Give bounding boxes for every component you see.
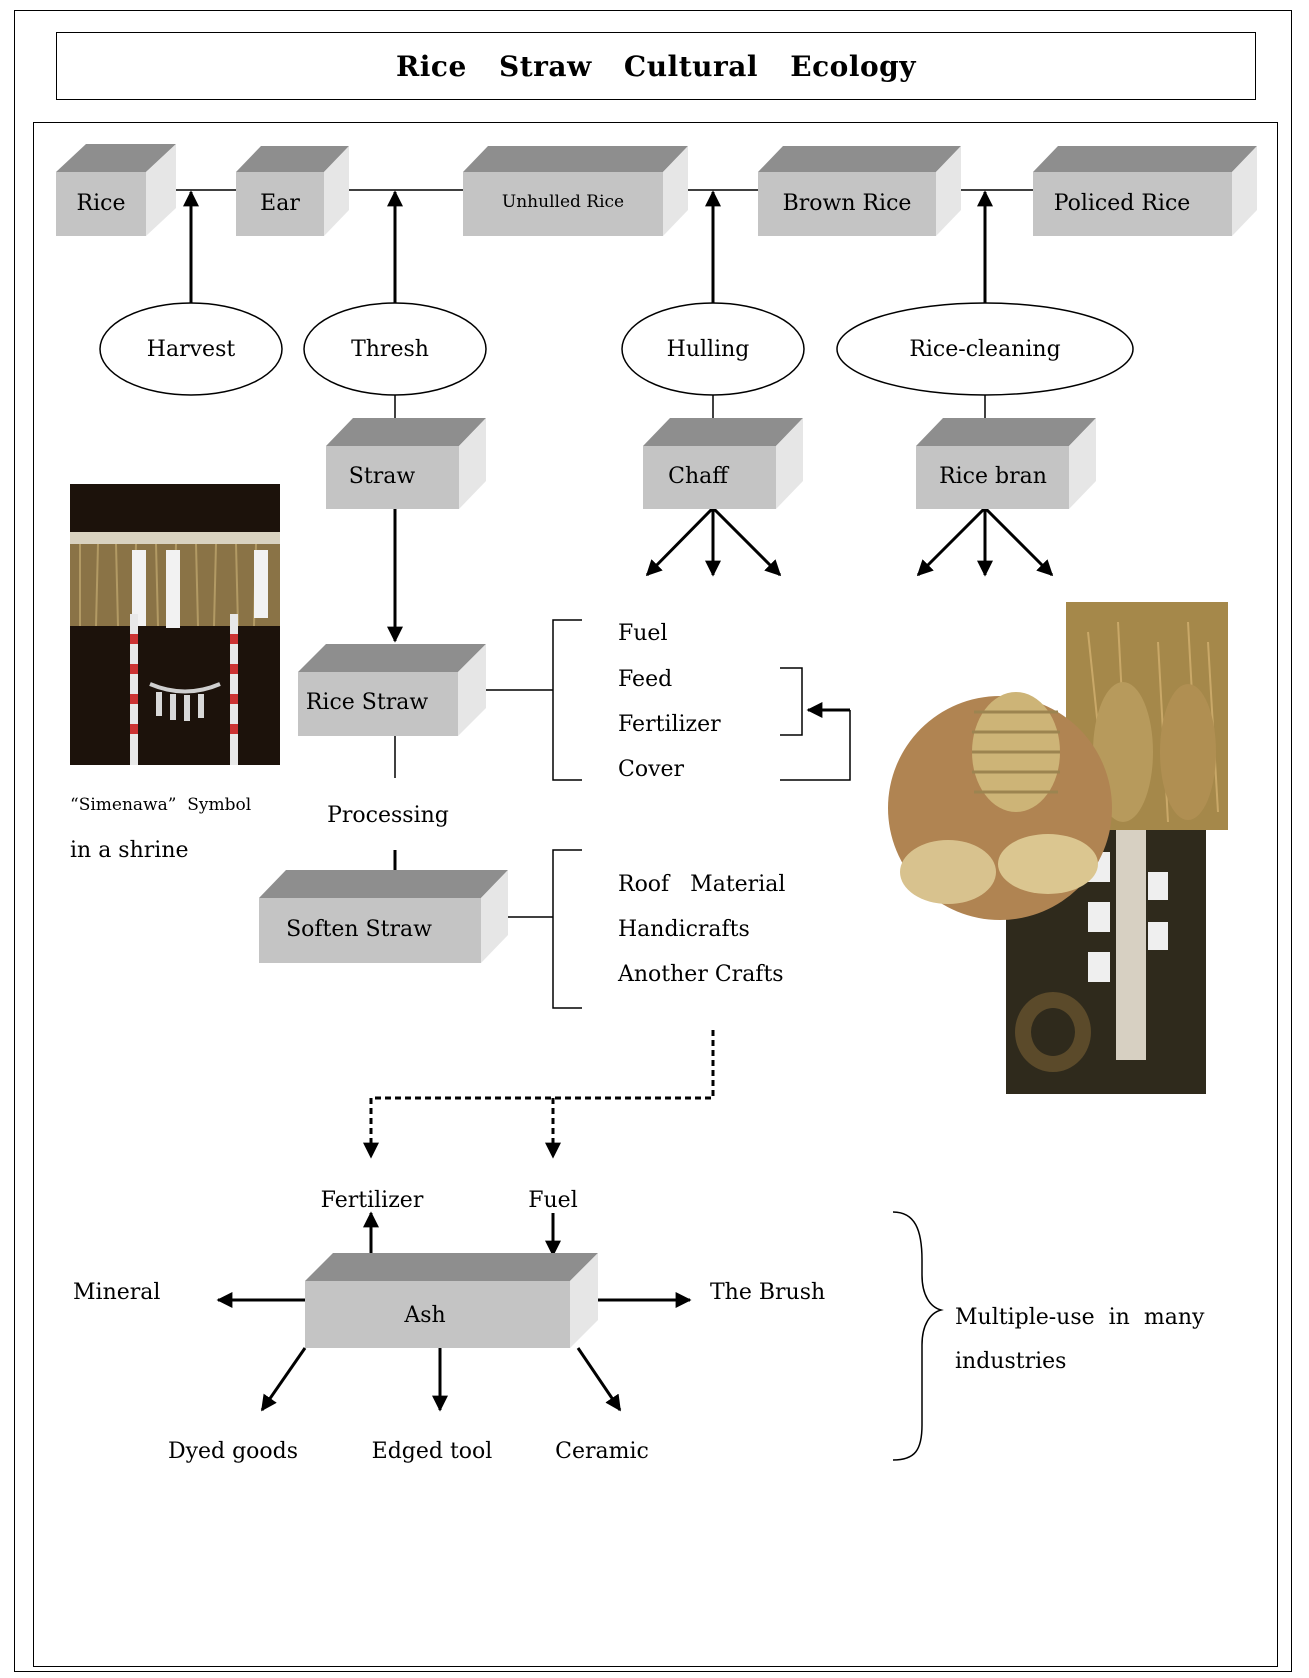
hulling-ellipse [621,302,805,396]
cover-return-line [780,710,851,781]
page-frame [14,10,1292,1672]
brace-icon [892,1211,944,1461]
brace-note-line1: Multiple-use in many [955,1305,1205,1330]
rice-bran-box: Rice bran [916,418,1096,509]
harvest-label: Harvest [147,337,236,362]
use-fuel: Fuel [618,621,668,646]
soften-straw-label: Soften Straw [286,917,432,942]
edged-tool-label: Edged tool [372,1439,493,1464]
straw-label: Straw [349,464,416,489]
ash-fertilizer-label: Fertilizer [321,1188,424,1213]
use-roof-material: Roof Material [618,872,785,897]
mineral-label: Mineral [73,1280,160,1305]
chaff-label: Chaff [668,464,729,489]
use-handicrafts: Handicrafts [618,917,750,942]
soften-uses-bracket [552,849,582,1009]
thresh-ellipse [303,302,487,396]
bran-arrow-right [983,506,1054,577]
rice-straw-box: Rice Straw [298,644,486,736]
dashed-to-fertilizer-arrow [363,1030,715,1159]
rice-cleaning-label: Rice-cleaning [909,337,1060,362]
ceramic-label: Ceramic [555,1439,649,1464]
brush-label: The Brush [710,1280,825,1305]
dyed-goods-label: Dyed goods [168,1439,298,1464]
photo-caption-line2: in a shrine [70,838,189,863]
diagram-frame [33,122,1278,1667]
ash-fuel-label: Fuel [528,1188,578,1213]
unhulled-rice-box: Unhulled Rice [463,146,688,236]
use-cover: Cover [618,757,685,782]
chaff-arrow-left [645,506,715,577]
rice-label: Rice [77,191,126,216]
bran-arrow-left [916,506,987,577]
rice-cleaning-ellipse [836,302,1134,396]
diagram-title: Rice Straw Cultural Ecology [396,49,916,83]
ear-label: Ear [260,191,300,216]
ash-label: Ash [403,1303,445,1328]
use-fertilizer: Fertilizer [618,712,721,737]
ear-box: Ear [236,146,349,236]
ash-to-dyed-arrow [260,1347,307,1412]
brace-note-line2: industries [955,1349,1066,1374]
thresh-label: Thresh [351,337,429,362]
title-box: Rice Straw Cultural Ecology [56,32,1256,100]
chaff-arrow-right [711,506,782,577]
shrine-photo [70,484,280,765]
harvest-ellipse [99,302,283,396]
brown-rice-box: Brown Rice [758,146,961,236]
soften-straw-box: Soften Straw [259,870,508,963]
dashed-flow [363,1030,715,1159]
hulling-label: Hulling [667,337,750,362]
rice-box: Rice [56,144,176,236]
ash-box: Ash [305,1253,598,1348]
ash-to-ceramic-arrow [576,1347,622,1412]
unhulled-rice-label: Unhulled Rice [502,192,624,212]
processing-label: Processing [327,803,449,828]
policed-rice-box: Policed Rice [1033,146,1257,236]
feed-fertilizer-bracket [780,667,803,736]
use-another-crafts: Another Crafts [617,962,784,987]
rice-bran-label: Rice bran [939,464,1047,489]
policed-rice-label: Policed Rice [1054,191,1191,216]
photo-caption-line1: “Simenawa” Symbol [70,795,251,815]
straw-box: Straw [326,418,486,509]
rice-straw-label: Rice Straw [306,690,428,715]
brown-rice-label: Brown Rice [783,191,912,216]
chaff-box: Chaff [643,418,803,509]
ricestraw-uses-bracket [552,619,582,781]
arrows [183,190,1054,1412]
use-feed: Feed [618,667,672,692]
straw-crafts-photo [888,602,1228,1094]
